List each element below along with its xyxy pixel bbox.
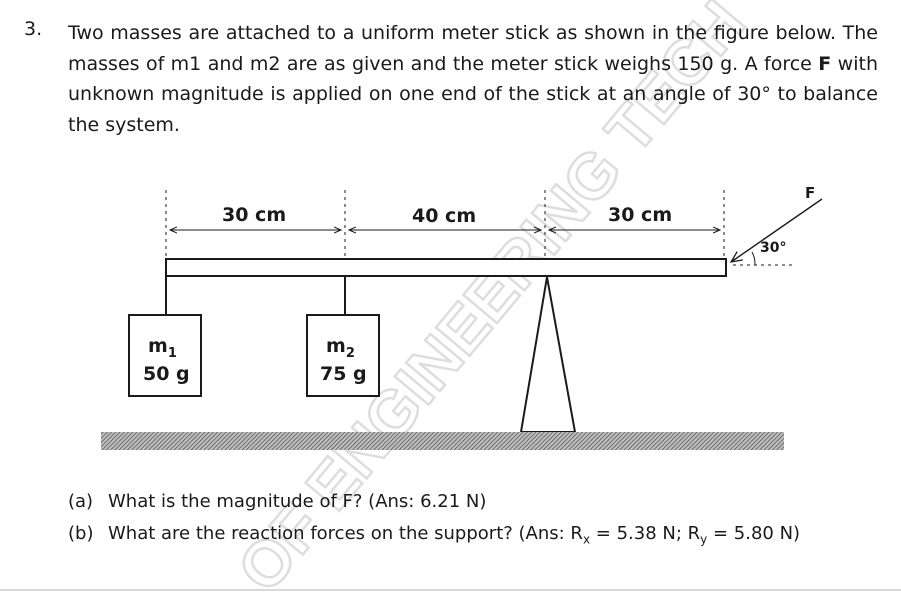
force-arrow (731, 198, 823, 262)
sub-question-a: (a)What is the magnitude of F? (Ans: 6.2… (68, 491, 487, 512)
sub-question-b: (b)What are the reaction forces on the s… (68, 523, 801, 547)
meter-stick (165, 258, 727, 277)
svg-text:m2: m2 (326, 335, 355, 361)
mass-block-m2: m2 75 g (306, 314, 380, 397)
question-text: Two masses are attached to a uniform met… (68, 22, 878, 136)
dimension-label-middle: 40 cm (412, 205, 476, 227)
angle-arc (751, 251, 756, 266)
dimension-label-left: 30 cm (222, 204, 286, 226)
dimension-extension-lines (165, 190, 795, 266)
mass-block-m1: m1 50 g (128, 314, 202, 397)
svg-text:75 g: 75 g (320, 363, 367, 385)
dimension-label-right: 30 cm (608, 204, 672, 226)
force-label: F (805, 184, 815, 202)
angle-label: 30° (760, 240, 786, 256)
svg-text:50 g: 50 g (143, 363, 190, 385)
svg-text:m1: m1 (148, 335, 177, 361)
force-symbol: F (818, 52, 832, 75)
question-number: 3. (24, 18, 43, 40)
ground-hatched (101, 432, 784, 450)
sub-questions: (a)What is the magnitude of F? (Ans: 6.2… (68, 486, 800, 556)
page-bottom-rule (0, 589, 901, 591)
